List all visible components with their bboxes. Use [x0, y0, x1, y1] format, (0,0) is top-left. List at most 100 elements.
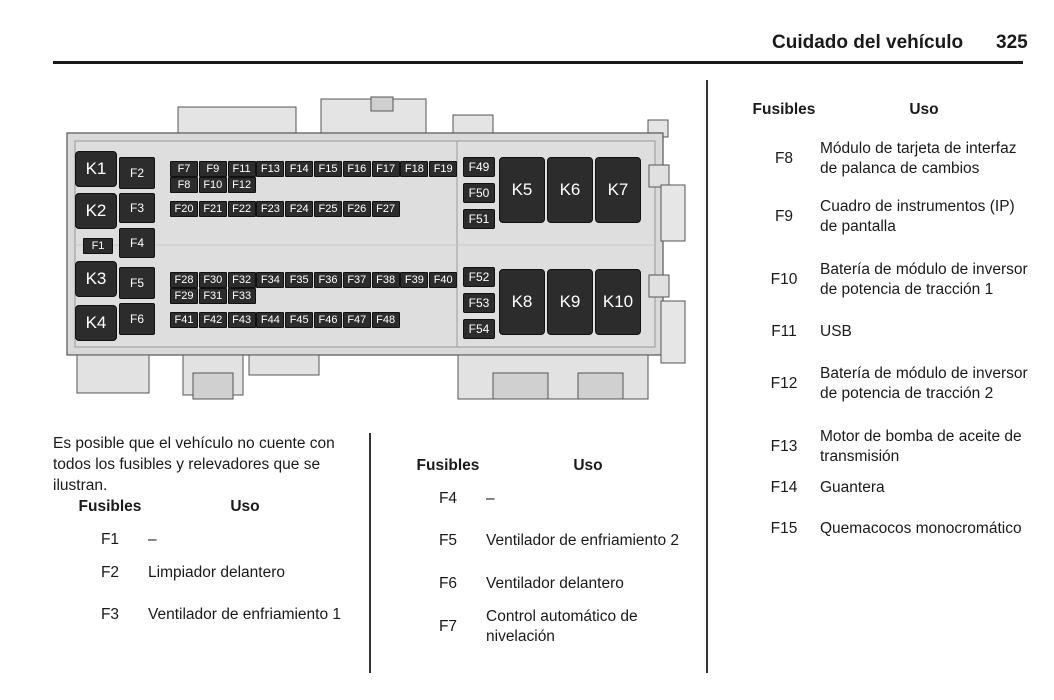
- fuse-code: F5: [438, 532, 458, 549]
- fuse-f23: F23: [256, 201, 285, 217]
- fuse-code: F14: [770, 479, 798, 496]
- relay-k2: K2: [75, 193, 117, 229]
- fuse-f7: F7: [170, 161, 198, 177]
- fuse-f33: F33: [227, 288, 256, 304]
- fuse-f54: F54: [463, 319, 495, 339]
- fuse-f48: F48: [371, 312, 400, 328]
- fuse-f30: F30: [198, 272, 227, 288]
- fuse-code: F12: [770, 375, 798, 392]
- fuse-f40: F40: [429, 272, 458, 288]
- fuse-f49: F49: [463, 157, 495, 177]
- fuse-use: –: [148, 531, 157, 548]
- fuses-header: Fusibles: [78, 498, 142, 515]
- fuse-code: F3: [100, 606, 120, 623]
- fuse-f46: F46: [314, 312, 342, 328]
- use-header: Uso: [573, 457, 603, 474]
- fuse-f6: F6: [119, 303, 155, 335]
- fuse-f32: F32: [227, 272, 256, 288]
- fuse-f52: F52: [463, 267, 495, 287]
- fuse-use: Ventilador delantero: [486, 575, 624, 592]
- fuse-f11: F11: [227, 161, 256, 177]
- fuse-f36: F36: [314, 272, 342, 288]
- table-row: F11 USB: [748, 317, 1028, 347]
- fuse-f43: F43: [227, 312, 256, 328]
- fuse-f1: F1: [83, 238, 113, 254]
- fuse-code: F15: [770, 520, 798, 537]
- fuse-f27: F27: [371, 201, 400, 217]
- fuse-f4: F4: [119, 228, 155, 258]
- fuse-f12: F12: [227, 177, 256, 193]
- fuse-f29: F29: [170, 288, 198, 304]
- fuse-code: F1: [100, 531, 120, 548]
- page-title: Cuidado del vehículo: [772, 32, 964, 53]
- fuse-f53: F53: [463, 293, 495, 313]
- fuse-f17: F17: [371, 161, 400, 177]
- fuse-f25: F25: [314, 201, 342, 217]
- fuse-code: F6: [438, 575, 458, 592]
- relay-k8: K8: [499, 269, 545, 335]
- fuse-f26: F26: [342, 201, 371, 217]
- fuse-f38: F38: [371, 272, 400, 288]
- fuse-f22: F22: [227, 201, 256, 217]
- fuse-f13: F13: [256, 161, 285, 177]
- relay-k3: K3: [75, 261, 117, 297]
- fuse-f37: F37: [342, 272, 371, 288]
- fuse-code: F2: [100, 564, 120, 581]
- fuse-use: Batería de módulo de inversor de potenci…: [820, 365, 1028, 402]
- relay-k1: K1: [75, 151, 117, 187]
- fuse-code: F8: [774, 150, 794, 167]
- fuse-f14: F14: [285, 161, 314, 177]
- fuse-use: –: [486, 490, 495, 507]
- fuse-code: F10: [770, 271, 798, 288]
- fuse-f18: F18: [400, 161, 429, 177]
- table-row: F9 Cuadro de instrumentos (IP) de pantall…: [748, 191, 1028, 243]
- fuse-f41: F41: [170, 312, 198, 328]
- fuse-f47: F47: [342, 312, 371, 328]
- fuse-code: F13: [770, 438, 798, 455]
- fuse-f20: F20: [170, 201, 198, 217]
- relay-k7: K7: [595, 157, 641, 223]
- fuse-use: Limpiador delantero: [148, 564, 286, 581]
- fuse-f19: F19: [429, 161, 458, 177]
- relay-k10: K10: [595, 269, 641, 335]
- fuse-f16: F16: [342, 161, 371, 177]
- relay-k9: K9: [547, 269, 593, 335]
- page-number: 325: [996, 32, 1028, 53]
- fuse-use: Control automático de nivelación: [486, 608, 638, 645]
- fuse-f9: F9: [198, 161, 227, 177]
- table-row: F2 Limpiador delantero: [72, 556, 342, 590]
- use-header: Uso: [909, 101, 939, 118]
- fuse-f5: F5: [119, 267, 155, 299]
- fuse-f28: F28: [170, 272, 198, 288]
- fuse-f34: F34: [256, 272, 285, 288]
- fuse-f2: F2: [119, 157, 155, 189]
- fuse-f51: F51: [463, 209, 495, 229]
- fuse-f45: F45: [285, 312, 314, 328]
- fuse-use: USB: [820, 323, 852, 340]
- fuse-f3: F3: [119, 193, 155, 223]
- header-divider: [53, 61, 1023, 64]
- fuse-code: F9: [774, 208, 794, 225]
- use-header: Uso: [230, 498, 260, 515]
- fuse-f42: F42: [198, 312, 227, 328]
- relay-k4: K4: [75, 305, 117, 341]
- fuses-header: Fusibles: [752, 101, 816, 118]
- fuse-f24: F24: [285, 201, 314, 217]
- fuse-use: Quemacocos monocromático: [820, 520, 1022, 537]
- relay-k6: K6: [547, 157, 593, 223]
- column-divider-right: [706, 80, 708, 673]
- fuse-f35: F35: [285, 272, 314, 288]
- fuse-f39: F39: [400, 272, 429, 288]
- fuse-code: F11: [771, 323, 797, 340]
- fuse-use: Cuadro de instrumentos (IP) de pantalla: [820, 198, 1015, 235]
- column-divider-left: [369, 433, 371, 673]
- table-row: F4–: [410, 483, 690, 515]
